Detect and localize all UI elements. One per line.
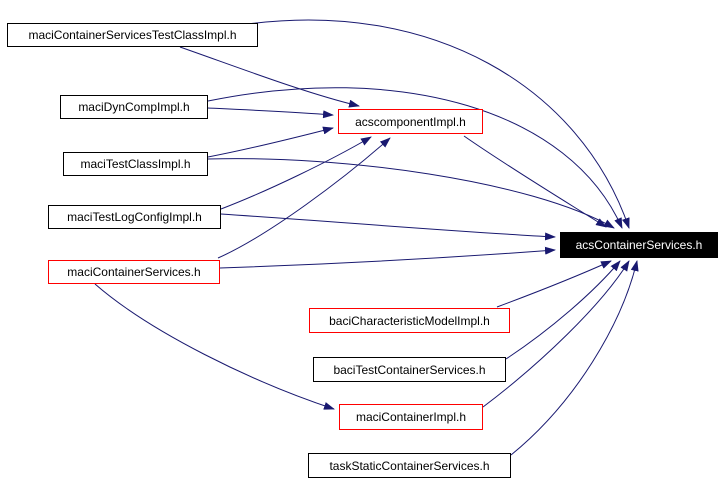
edge-baciCharacteristicModelImpl-to-acsContainerServices [496,260,612,308]
edge-maciContainerServicesTestClassImpl-to-acscomponentImpl [179,46,360,108]
edge-maciTestLogConfigImpl-to-acscomponentImpl [220,136,372,210]
node-acscomponentImpl.h[interactable]: acscomponentImpl.h [338,109,483,134]
node-maciContainerImpl.h[interactable]: maciContainerImpl.h [339,404,483,430]
edge-maciContainerImpl-to-acsContainerServices [482,260,630,408]
node-baciCharacteristicModelImpl.h[interactable]: baciCharacteristicModelImpl.h [309,308,510,333]
edge-maciContainerServices-to-acsContainerServices [219,246,556,269]
node-maciContainerServices.h[interactable]: maciContainerServices.h [48,260,220,284]
edge-maciDynCompImpl-to-acscomponentImpl [207,107,334,119]
edge-maciTestClassImpl-to-acscomponentImpl [207,126,334,158]
edge-taskStaticContainerServices-to-acsContainerServices [510,260,639,456]
node-maciTestLogConfigImpl.h[interactable]: maciTestLogConfigImpl.h [48,205,221,229]
edge-maciTestLogConfigImpl-to-acsContainerServices [220,213,556,241]
node-taskStaticContainerServices.h[interactable]: taskStaticContainerServices.h [308,453,511,478]
edge-acscomponentImpl-to-acsContainerServices [463,135,607,228]
edge-maciContainerServicesTestClassImpl-to-acsContainerServices [247,19,630,229]
edge-maciDynCompImpl-to-acsContainerServices [207,87,623,229]
node-baciTestContainerServices.h[interactable]: baciTestContainerServices.h [313,357,506,382]
node-maciContainerServicesTestClassImpl.h[interactable]: maciContainerServicesTestClassImpl.h [7,23,258,47]
node-maciDynCompImpl.h[interactable]: maciDynCompImpl.h [60,95,208,119]
edge-maciContainerServices-to-acscomponentImpl [217,137,391,259]
node-acsContainerServices.h: acsContainerServices.h [560,232,718,258]
edge-maciTestClassImpl-to-acsContainerServices [207,158,615,229]
node-maciTestClassImpl.h[interactable]: maciTestClassImpl.h [63,152,208,176]
edge-baciTestContainerServices-to-acsContainerServices [505,260,621,360]
edge-maciContainerServices-to-maciContainerImpl [94,283,335,410]
